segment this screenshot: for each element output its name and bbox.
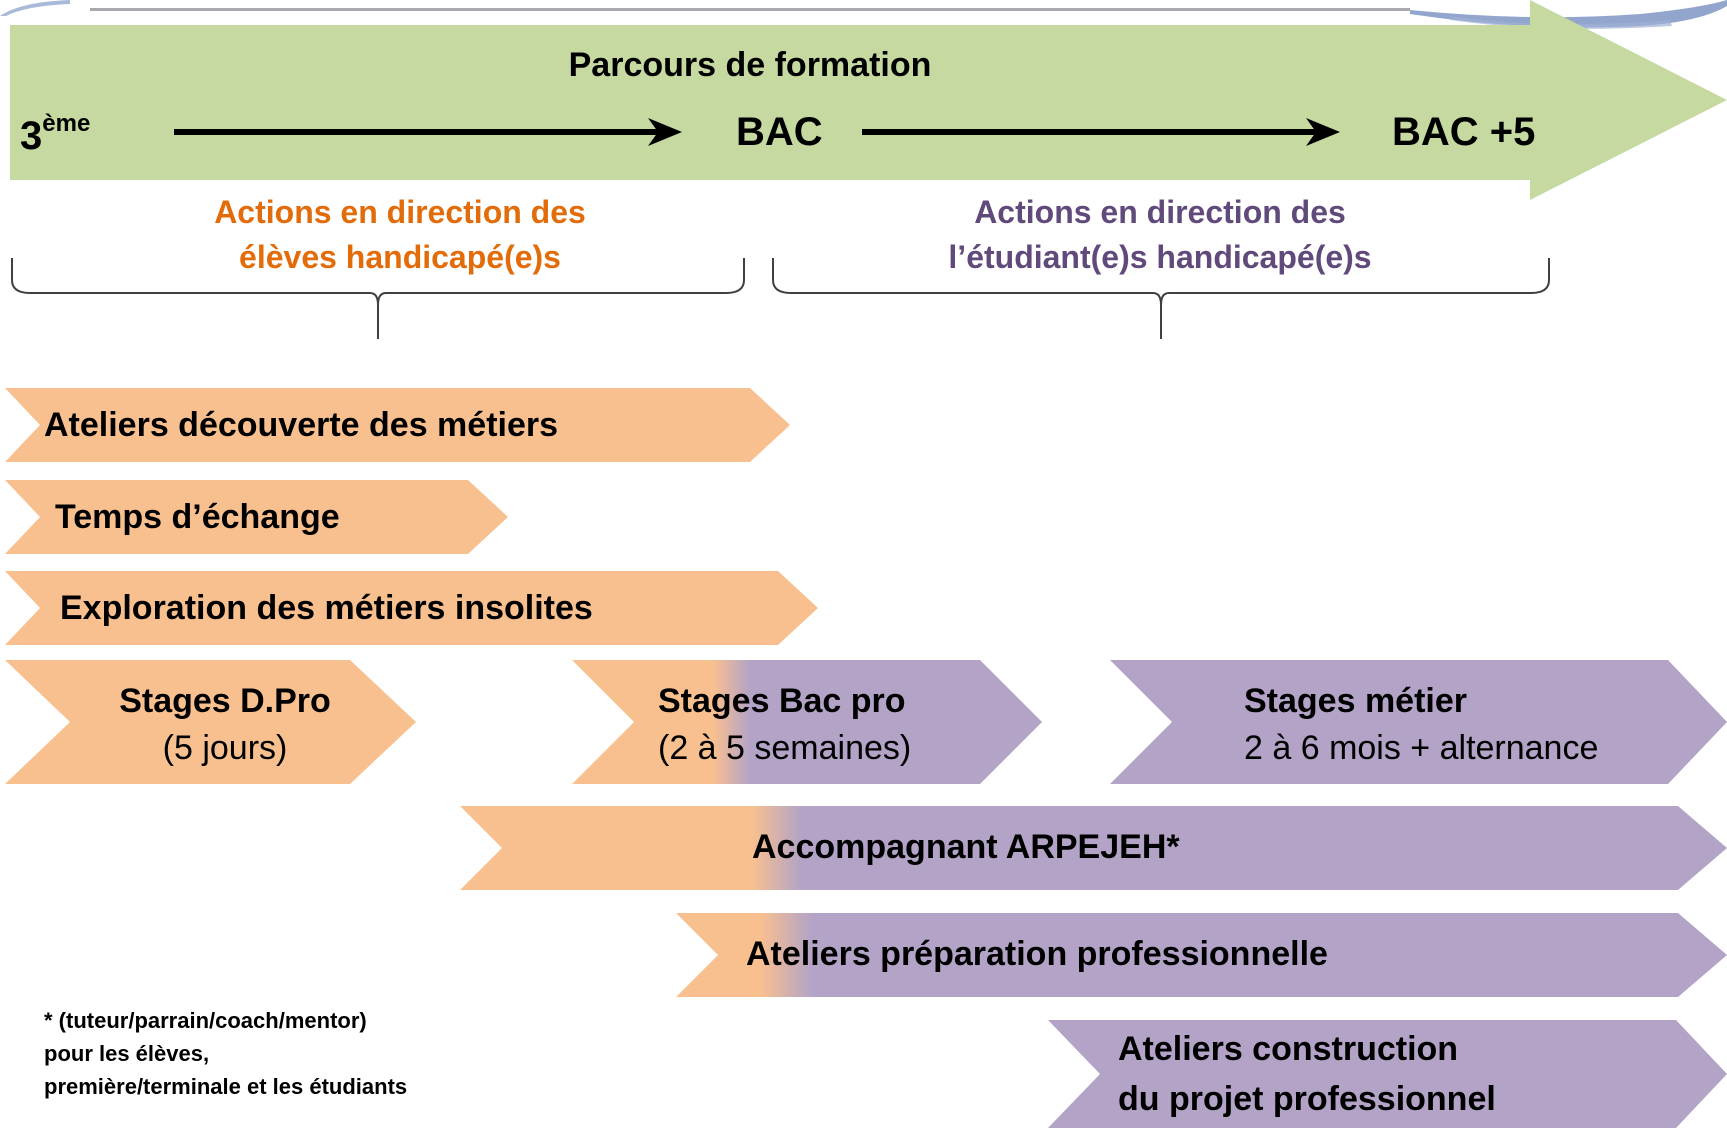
level-bac5: BAC +5 [1392,110,1536,154]
stages-dpro-text: Stages D.Pro (5 jours) [80,678,370,772]
level-start-sup: ème [42,110,91,137]
pupils-bracket [11,258,745,339]
pupils-group-line1: Actions en direction des [214,194,586,230]
footnote-line3: première/terminale et les étudiants [44,1074,408,1099]
stages-metier-title: Stages métier [1244,682,1467,720]
stages-dpro-sub: (5 jours) [162,729,288,767]
stages-metier-arrow: Stages métier 2 à 6 mois + alternance [1108,660,1727,784]
ateliers-construction-line1: Ateliers construction [1118,1030,1459,1068]
ateliers-construction-line2: du projet professionnel [1118,1080,1496,1118]
students-group-line1: Actions en direction des [974,194,1346,230]
students-group-line2: l’étudiant(e)s handicapé(e)s [948,239,1372,275]
level-bac: BAC [736,110,823,154]
header-arrow [10,0,1727,200]
temps-echange-arrow: Temps d’échange [0,480,508,554]
stages-bacpro-arrow: Stages Bac pro (2 à 5 semaines) [570,660,1042,784]
pupils-group-title: Actions en direction des élèves handicap… [100,190,700,280]
accompagnant-arrow: Accompagnant ARPEJEH* [458,806,1727,890]
footnote-line1: * (tuteur/parrain/coach/mentor) [44,1008,367,1033]
ateliers-preparation-label: Ateliers préparation professionnelle [746,935,1328,973]
temps-echange-label: Temps d’échange [55,498,340,536]
stages-bacpro-sub: (2 à 5 semaines) [658,729,912,767]
ateliers-preparation-arrow: Ateliers préparation professionnelle [674,913,1727,997]
arrow-to-bac [174,118,682,146]
accompagnant-label: Accompagnant ARPEJEH* [752,828,1180,866]
stages-bacpro-title: Stages Bac pro [658,682,906,720]
header-rule [90,8,1410,11]
stages-dpro-arrow: Stages D.Pro (5 jours) [0,660,416,784]
stages-bacpro-text: Stages Bac pro (2 à 5 semaines) [658,678,911,772]
level-start-base: 3 [20,114,43,158]
students-group-title: Actions en direction des l’étudiant(e)s … [860,190,1460,280]
stages-dpro-title: Stages D.Pro [119,682,331,720]
footnote-line2: pour les élèves, [44,1041,210,1066]
header-decoration-left [0,0,70,16]
arrow-to-bac5 [862,118,1340,146]
header-title: Parcours de formation [568,46,932,84]
stages-metier-text: Stages métier 2 à 6 mois + alternance [1244,678,1598,772]
level-start: 3ème [20,110,90,159]
pupils-group-line2: élèves handicapé(e)s [239,239,561,275]
exploration-label: Exploration des métiers insolites [60,589,593,627]
ateliers-construction-arrow: Ateliers construction du projet professi… [1046,1020,1727,1128]
footnote: * (tuteur/parrain/coach/mentor) pour les… [44,1004,407,1103]
students-bracket [772,258,1550,339]
ateliers-decouverte-label: Ateliers découverte des métiers [44,406,559,444]
ateliers-decouverte-arrow: Ateliers découverte des métiers [0,388,790,462]
ateliers-construction-text: Ateliers construction du projet professi… [1118,1024,1496,1124]
exploration-arrow: Exploration des métiers insolites [0,571,818,645]
stages-metier-sub: 2 à 6 mois + alternance [1244,729,1599,767]
